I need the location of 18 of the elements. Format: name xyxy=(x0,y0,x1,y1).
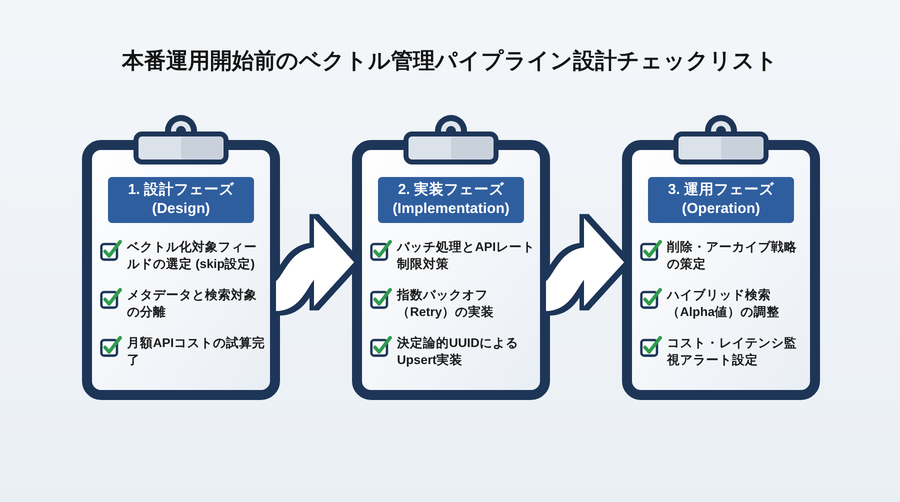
phase-heading: 2. 実装フェーズ (Implementation) xyxy=(378,177,524,223)
checklist-item: バッチ処理とAPIレート制限対策 xyxy=(397,239,536,273)
curved-block-arrow xyxy=(274,218,354,311)
curved-block-arrow xyxy=(544,218,624,311)
checklist-item: 決定論的UUIDによるUpsert実装 xyxy=(397,335,520,369)
clipboard xyxy=(82,112,280,400)
clipboard xyxy=(622,112,820,400)
diagram-title: 本番運用開始前のベクトル管理パイプライン設計チェックリスト xyxy=(120,47,779,75)
checklist-item: 指数バックオフ（Retry）の実装 xyxy=(397,287,495,321)
checklist-item: ハイブリッド検索（Alpha値）の調整 xyxy=(667,287,781,321)
clipboard xyxy=(352,112,550,400)
checklist-item: 削除・アーカイブ戦略の策定 xyxy=(667,239,798,273)
phase-heading: 1. 設計フェーズ (Design) xyxy=(108,177,254,223)
checklist-item: ベクトル化対象フィールドの選定 (skip設定) xyxy=(127,239,258,273)
checklist-item: メタデータと検索対象の分離 xyxy=(127,287,258,321)
phase-heading: 3. 運用フェーズ (Operation) xyxy=(648,177,794,223)
checklist-item: コスト・レイテンシ監視アラート設定 xyxy=(667,335,798,369)
checklist-item: 月額APIコストの試算完了 xyxy=(127,335,266,369)
